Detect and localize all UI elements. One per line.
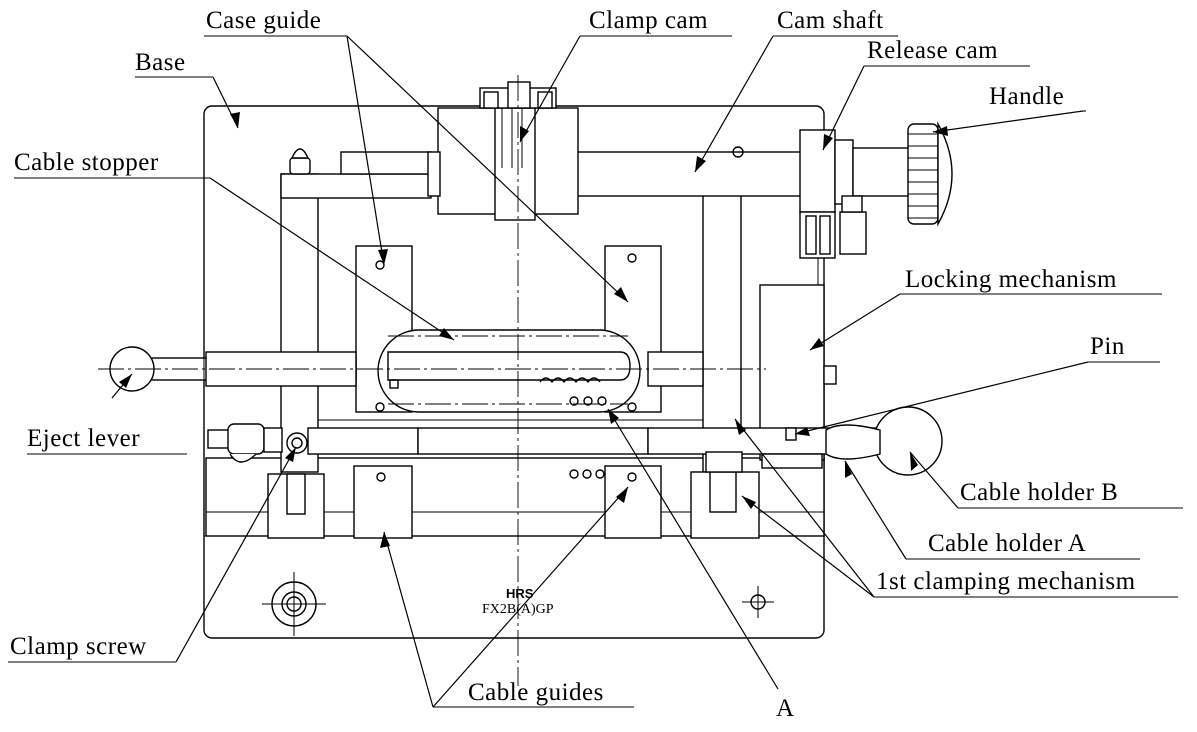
clamp-cam-side-stub (427, 151, 441, 197)
label-handle: Handle (989, 83, 1064, 110)
label-cam-shaft: Cam shaft (777, 7, 884, 34)
frame-step (340, 151, 432, 175)
cable-holder-a (761, 453, 823, 469)
label-eject-lever: Eject lever (27, 425, 140, 452)
locking-pin-stub (823, 365, 837, 385)
label-underlines (8, 35, 1183, 708)
label-clamp-screw: Clamp screw (10, 633, 147, 660)
label-pin: Pin (1090, 333, 1125, 360)
upper-frame-bar (280, 173, 432, 199)
clamp-cam (494, 107, 536, 221)
cable-guide-left (353, 465, 413, 539)
handle (907, 121, 953, 227)
clamping-block-left (267, 473, 325, 539)
label-case-guide: Case guide (206, 7, 321, 34)
cam-shaft (537, 151, 805, 197)
label-cable-guides: Cable guides (468, 679, 604, 706)
leader-arrowheads (119, 112, 948, 548)
left-frame-post (280, 173, 319, 473)
eject-lever-fitting (207, 423, 283, 463)
cable-holder-b (873, 406, 943, 476)
frame-knob (289, 148, 311, 175)
cam-shaft-end-mark (732, 146, 744, 158)
cable-holder-a-bar (307, 427, 419, 455)
cable-holder-b-neck (825, 424, 881, 460)
release-cam-bolts (799, 195, 867, 285)
model-number: FX2B(A)GP (482, 602, 554, 617)
label-first-clamping-mechanism: 1st clamping mechanism (876, 568, 1136, 595)
label-cable-holder-b: Cable holder B (960, 479, 1118, 506)
leader-lines (111, 35, 1089, 708)
label-clamp-cam: Clamp cam (589, 7, 708, 34)
handle-shaft (852, 147, 914, 197)
right-frame-post (702, 194, 742, 473)
clamp-screw (286, 432, 308, 454)
label-cable-holder-a: Cable holder A (928, 530, 1086, 557)
label-release-cam: Release cam (867, 37, 998, 64)
cable-stopper (377, 329, 641, 413)
label-cable-stopper: Cable stopper (14, 149, 159, 176)
release-cam-collar (834, 139, 854, 205)
maker-logo: HRS (506, 586, 534, 601)
label-detail-a: A (776, 695, 795, 722)
clamping-block-right (690, 451, 760, 539)
mounting-hole-left (262, 572, 326, 636)
pin (785, 427, 797, 441)
release-cam (799, 129, 836, 213)
mounting-hole-right (742, 586, 774, 618)
label-base: Base (135, 49, 186, 76)
cable-holder-center-bar (417, 427, 649, 455)
label-locking-mechanism: Locking mechanism (905, 266, 1117, 293)
